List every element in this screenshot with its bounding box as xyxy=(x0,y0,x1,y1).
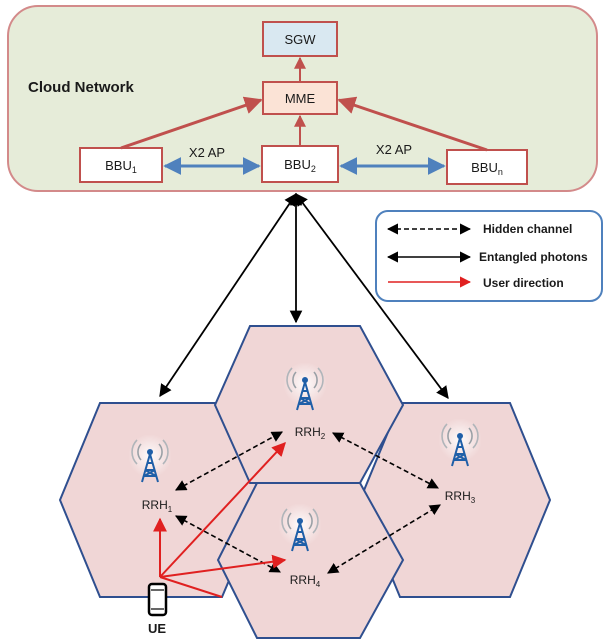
mme-label: MME xyxy=(285,91,316,106)
entangled-bbu2-rrh1 xyxy=(159,192,297,398)
rrh2-label: RRH2 xyxy=(295,425,326,441)
rrh3-label: RRH3 xyxy=(445,489,476,505)
hidden-channel-rrh4-rrh3 xyxy=(327,504,441,574)
bbun-box xyxy=(446,149,528,185)
hidden-channel-rrh2-rrh3 xyxy=(332,432,439,489)
bbun-to-mme-arrow xyxy=(337,96,488,152)
legend-hidden-channel-label: Hidden channel xyxy=(483,222,572,236)
bbu2-label: BBU2 xyxy=(284,157,316,174)
cloud-network-title: Cloud Network xyxy=(28,79,134,96)
ue-label: UE xyxy=(148,621,166,636)
sgw-label: SGW xyxy=(284,32,316,47)
user-direction-to-rrh2 xyxy=(159,441,286,578)
rrh4-label: RRH4 xyxy=(290,573,321,589)
legend-entangled-photons-label: Entangled photons xyxy=(479,250,588,264)
bbun-label: BBUn xyxy=(471,160,503,177)
entangled-bbu2-rrh3 xyxy=(295,192,449,400)
hidden-channel-rrh1-rrh2 xyxy=(175,431,283,491)
bbu1-label: BBU1 xyxy=(105,158,137,175)
ue-phone-icon xyxy=(147,582,168,617)
x2-left-label: X2 AP xyxy=(189,145,225,160)
user-direction-to-rrh4 xyxy=(159,554,287,578)
legend-user-direction-label: User direction xyxy=(483,276,564,290)
rrh1-label: RRH1 xyxy=(142,498,173,514)
sgw-box xyxy=(262,21,338,57)
bbu1-to-mme-arrow xyxy=(120,96,263,150)
bbu1-box xyxy=(79,147,163,183)
x2-right-label: X2 AP xyxy=(376,142,412,157)
user-direction-branch xyxy=(159,576,223,598)
